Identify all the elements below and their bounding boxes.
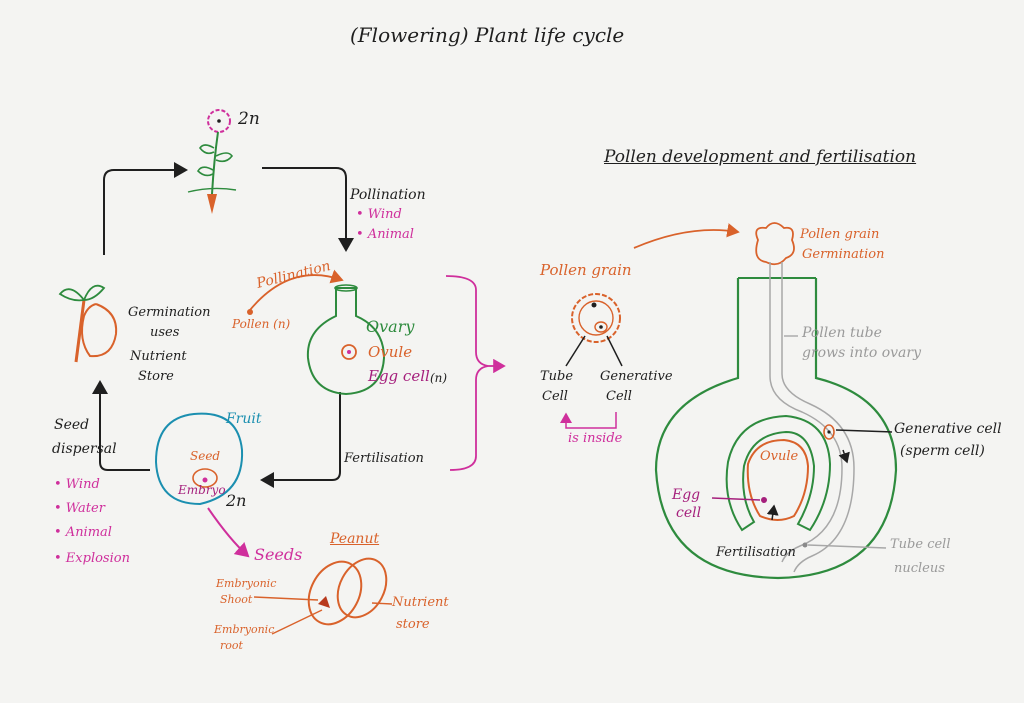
egg-ploidy-label: (n): [430, 371, 448, 385]
is-inside-arrow: [560, 412, 617, 429]
page-title: (Flowering) Plant life cycle: [350, 23, 625, 47]
generative-cell-label-2: Cell: [606, 389, 632, 404]
pollen-grain-icon: [565, 293, 623, 367]
pollen-grain-germination-label-2: Germination: [802, 247, 885, 262]
pollen-tube-label-1: Pollen tube: [802, 325, 882, 341]
ovary-label: Ovary: [366, 317, 415, 336]
large-ovary-shape: [654, 278, 898, 580]
seed-dispersal-label-2: dispersal: [52, 441, 117, 457]
embryonic-root-label-2: root: [220, 639, 243, 652]
generative-cell-label-1: Generative: [600, 369, 673, 384]
fertilisation-diagram-label: Fertilisation: [716, 545, 796, 560]
section-title-pollen: Pollen development and fertilisation: [604, 147, 917, 167]
fruit-seed-label: Seed: [190, 449, 221, 463]
flower-icon: [187, 109, 237, 214]
dispersal-agent-water: • Water: [54, 501, 105, 516]
tube-cell-label-2: Cell: [542, 389, 568, 404]
seeds-label: Seeds: [254, 545, 303, 564]
pollen-grain-label: Pollen grain: [540, 261, 632, 279]
egg-cell-label-1: Egg: [672, 487, 701, 503]
tube-cell-label-1: Tube: [540, 369, 574, 384]
generative-cell-sperm-label-2: (sperm cell): [900, 443, 985, 459]
pollen-tube-label-2: grows into ovary: [802, 345, 921, 361]
peanut-label: Peanut: [330, 531, 380, 547]
tube-cell-nucleus-label-2: nucleus: [894, 561, 945, 576]
cycle-arrow-flower-to-ovary: [262, 167, 354, 252]
embryonic-root-label-1: Embryonic: [214, 623, 275, 636]
embryonic-shoot-label-1: Embryonic: [216, 577, 277, 590]
arrow-to-germinating-grain: [633, 223, 740, 249]
germinating-grain: [755, 222, 795, 266]
ovule-inner: [746, 438, 810, 521]
pollination-curved-arrow: [249, 269, 344, 311]
nutrient-store-label-2: store: [396, 617, 430, 632]
germination-label: Germination: [128, 305, 211, 320]
ovule-label: Ovule: [368, 343, 413, 361]
pollination-agent-animal: • Animal: [356, 227, 414, 242]
pollen-tube: [769, 262, 843, 563]
nutrient-store-label-1: Nutrient: [392, 595, 449, 610]
dispersal-agent-explosion: • Explosion: [54, 551, 130, 566]
arrow-fruit-to-seeds: [207, 507, 250, 558]
ovary-shape: [306, 287, 386, 396]
store-label: Store: [138, 369, 174, 384]
cycle-arrow-ovary-to-fruit: [260, 392, 341, 488]
cycle-arrow-fruit-to-seedling: [92, 380, 150, 471]
fruit-shape: [154, 412, 244, 506]
dispersal-agent-animal: • Animal: [54, 525, 112, 540]
uses-label: uses: [150, 325, 180, 340]
peanut-seed-icon: [253, 557, 393, 635]
seed-dispersal-label-1: Seed: [54, 417, 90, 433]
pollen-label: Pollen (n): [232, 317, 291, 331]
tube-cell-nucleus-label-1: Tube cell: [890, 537, 951, 552]
embryonic-shoot-label-2: Shoot: [220, 593, 253, 606]
pollination-label: Pollination: [350, 187, 426, 203]
section-bracket: [445, 275, 489, 471]
fruit-ploidy-label: 2n: [226, 491, 247, 510]
egg-cell-label-2: cell: [676, 505, 702, 521]
fertilisation-label: Fertilisation: [344, 451, 424, 466]
seedling-icon: [58, 284, 118, 363]
large-ovule-label: Ovule: [760, 449, 799, 464]
generative-cell-sperm-label-1: Generative cell: [894, 421, 1002, 437]
dispersal-agent-wind: • Wind: [54, 477, 100, 492]
cycle-arrow-seedling-to-flower: [103, 162, 188, 255]
fruit-label: Fruit: [226, 411, 262, 427]
ovule-integument: [725, 414, 832, 532]
nutrient-label: Nutrient: [130, 349, 187, 364]
egg-cell-label: Egg cell: [368, 367, 430, 385]
flower-ploidy-label: 2n: [238, 109, 260, 129]
pollen-grain-germination-label-1: Pollen grain: [800, 227, 880, 242]
pollination-agent-wind: • Wind: [356, 207, 402, 222]
embryo-label: Embryo: [178, 483, 226, 497]
is-inside-label: is inside: [568, 431, 623, 446]
